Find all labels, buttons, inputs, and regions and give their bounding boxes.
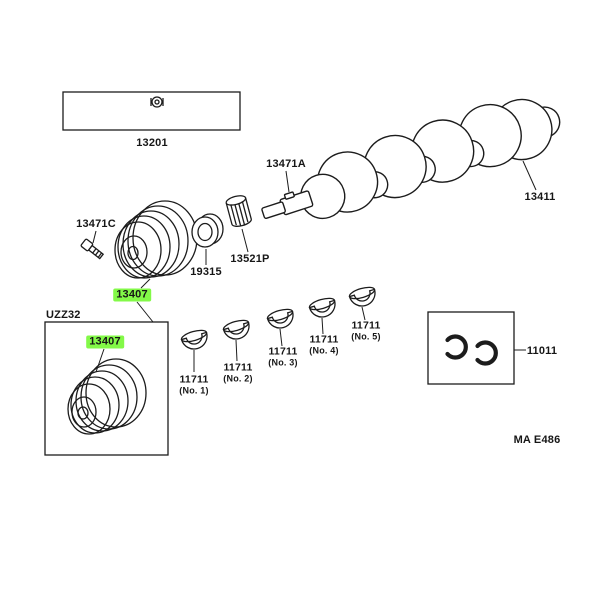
sheet-code: MA E486 bbox=[513, 434, 561, 446]
label-oil-seal: 19315 bbox=[190, 266, 222, 278]
bearing-position: (No. 1) bbox=[179, 385, 209, 396]
bearing-part-number: 11711 bbox=[223, 361, 253, 374]
crank-pulley-drawing bbox=[114, 200, 198, 279]
thrust-washers-drawing bbox=[445, 334, 498, 366]
label-pulley-bolt: 13471C bbox=[76, 218, 116, 230]
label-timing-gear: 13521P bbox=[230, 253, 270, 265]
label-bearing-no4: 11711 (No. 4) bbox=[309, 333, 339, 356]
timing-gear-drawing bbox=[225, 195, 252, 227]
bearing-part-number: 11711 bbox=[309, 333, 339, 346]
label-thrust-washer-set: 11011 bbox=[526, 345, 558, 357]
label-crank-pulley-highlighted: 13407 bbox=[113, 288, 151, 302]
crankshaft-drawing bbox=[261, 98, 561, 220]
bearing-position: (No. 4) bbox=[309, 345, 339, 356]
ring-set-icon bbox=[150, 96, 164, 108]
label-bearing-no1: 11711 (No. 1) bbox=[179, 373, 209, 396]
bearing-position: (No. 2) bbox=[223, 373, 253, 384]
woodruff-key bbox=[283, 191, 295, 200]
label-crank-key: 13471A bbox=[266, 158, 306, 170]
label-bearing-no3: 11711 (No. 3) bbox=[268, 345, 298, 368]
leader-lines bbox=[92, 160, 537, 373]
label-ring-set: 13201 bbox=[136, 137, 168, 149]
bearing-position: (No. 3) bbox=[268, 357, 298, 368]
pulley-bolt-drawing bbox=[80, 238, 105, 260]
bearing-shells-drawing bbox=[179, 284, 379, 353]
thrust-washer-box bbox=[427, 311, 515, 385]
bearing-part-number: 11711 bbox=[351, 319, 381, 332]
label-model-code: UZZ32 bbox=[46, 309, 81, 321]
label-crank-pulley-in-box-highlighted: 13407 bbox=[86, 335, 124, 349]
ring-set-box-drawing bbox=[62, 91, 241, 131]
label-bearing-no2: 11711 (No. 2) bbox=[223, 361, 253, 384]
label-crankshaft: 13411 bbox=[524, 191, 556, 203]
bearing-part-number: 11711 bbox=[179, 373, 209, 386]
label-bearing-no5: 11711 (No. 5) bbox=[351, 319, 381, 342]
oil-seal-drawing bbox=[191, 213, 224, 248]
bearing-part-number: 11711 bbox=[268, 345, 298, 358]
bearing-position: (No. 5) bbox=[351, 331, 381, 342]
crank-pulley-in-box-drawing bbox=[67, 358, 147, 435]
